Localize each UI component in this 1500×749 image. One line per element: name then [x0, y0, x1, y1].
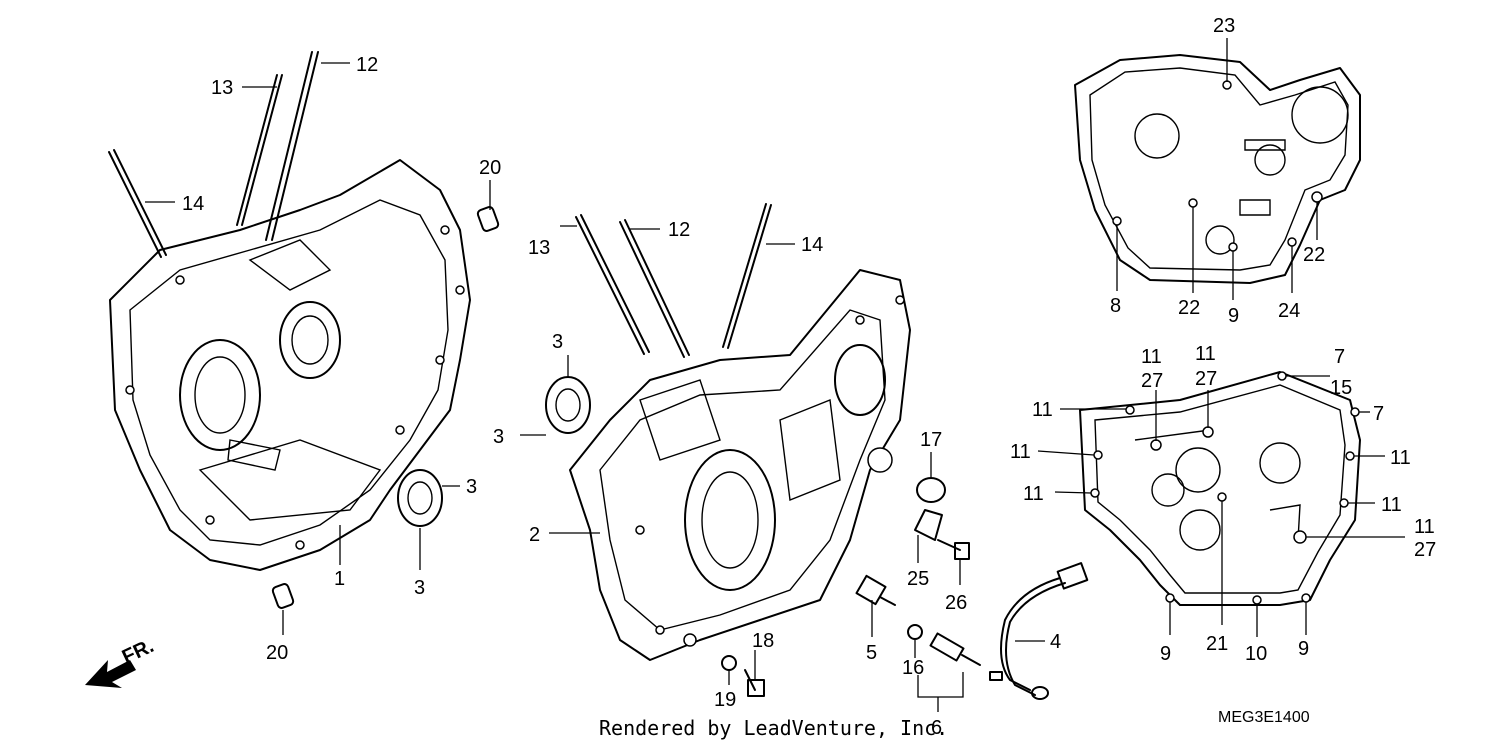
oil-seal[interactable] — [916, 477, 946, 503]
callout-27: 27 — [1141, 370, 1163, 392]
callout-23: 23 — [1213, 15, 1235, 37]
gasket-upper[interactable] — [1074, 54, 1361, 284]
stud-bolts-left[interactable] — [108, 51, 319, 258]
callout-7: 7 — [1373, 403, 1384, 425]
callout-3: 3 — [552, 331, 563, 353]
callout-4: 4 — [1050, 631, 1061, 653]
callout-21: 21 — [1206, 633, 1228, 655]
callout-7: 7 — [1334, 346, 1345, 368]
callout-20: 20 — [479, 157, 501, 179]
callout-9: 9 — [1228, 305, 1239, 327]
callout-numbers: 13 12 14 20 3 1 3 20 13 12 14 3 3 2 17 2… — [182, 15, 1436, 739]
callout-3: 3 — [466, 476, 477, 498]
callout-18: 18 — [752, 630, 774, 652]
callout-8: 8 — [1110, 295, 1121, 317]
callout-13: 13 — [528, 237, 550, 259]
callout-14: 14 — [801, 234, 823, 256]
callout-10: 10 — [1245, 643, 1267, 665]
gasket-lower[interactable] — [1079, 371, 1361, 606]
callout-11: 11 — [1032, 399, 1053, 421]
callout-24: 24 — [1278, 300, 1300, 322]
callout-2: 2 — [529, 524, 540, 546]
callout-9: 9 — [1298, 638, 1309, 660]
callout-22: 22 — [1178, 297, 1200, 319]
callout-9: 9 — [1160, 643, 1171, 665]
callout-12: 12 — [356, 54, 378, 76]
callout-11: 11 — [1141, 346, 1162, 368]
footer-credit: Rendered by LeadVenture, Inc. — [599, 716, 949, 740]
sensor-6[interactable] — [929, 632, 981, 666]
bolt-18[interactable] — [744, 669, 765, 697]
callout-6: 6 — [931, 717, 942, 739]
callout-11: 11 — [1390, 447, 1411, 469]
sensor-wire-4[interactable] — [989, 562, 1089, 700]
callout-27: 27 — [1195, 368, 1217, 390]
callout-11: 11 — [1414, 516, 1435, 538]
callout-26: 26 — [945, 592, 967, 614]
bracket[interactable] — [914, 509, 943, 541]
stud-bolts-center[interactable] — [575, 203, 772, 358]
callout-3: 3 — [493, 426, 504, 448]
callout-5: 5 — [866, 642, 877, 664]
callout-11: 11 — [1010, 441, 1031, 463]
callout-27: 27 — [1414, 539, 1436, 561]
callout-19: 19 — [714, 689, 736, 711]
front-direction-arrow: FR. — [85, 635, 157, 688]
callout-12: 12 — [668, 219, 690, 241]
callout-13: 13 — [211, 77, 233, 99]
washer-19[interactable] — [721, 655, 737, 671]
callout-17: 17 — [920, 429, 942, 451]
callout-11: 11 — [1023, 483, 1044, 505]
callout-11: 11 — [1195, 343, 1216, 365]
leader-lines — [145, 38, 1405, 712]
left-crankcase-half[interactable] — [109, 159, 471, 571]
callout-20: 20 — [266, 642, 288, 664]
callout-25: 25 — [907, 568, 929, 590]
callout-14: 14 — [182, 193, 204, 215]
diagram-code: MEG3E1400 — [1218, 709, 1310, 726]
callout-15: 15 — [1330, 377, 1352, 399]
callout-3: 3 — [414, 577, 425, 599]
callout-11: 11 — [1381, 494, 1402, 516]
dowel-pin-top[interactable] — [476, 206, 500, 232]
bearing-center[interactable] — [545, 376, 591, 434]
bolt-26[interactable] — [937, 539, 970, 560]
switch-5[interactable] — [855, 574, 896, 606]
washer-16[interactable] — [907, 624, 923, 640]
dowel-pin-bottom[interactable] — [271, 583, 295, 609]
callout-16: 16 — [902, 657, 924, 679]
callout-1: 1 — [334, 568, 345, 590]
callout-22: 22 — [1303, 244, 1325, 266]
right-crankcase-half[interactable] — [569, 269, 911, 661]
bearing-left[interactable] — [397, 469, 443, 527]
